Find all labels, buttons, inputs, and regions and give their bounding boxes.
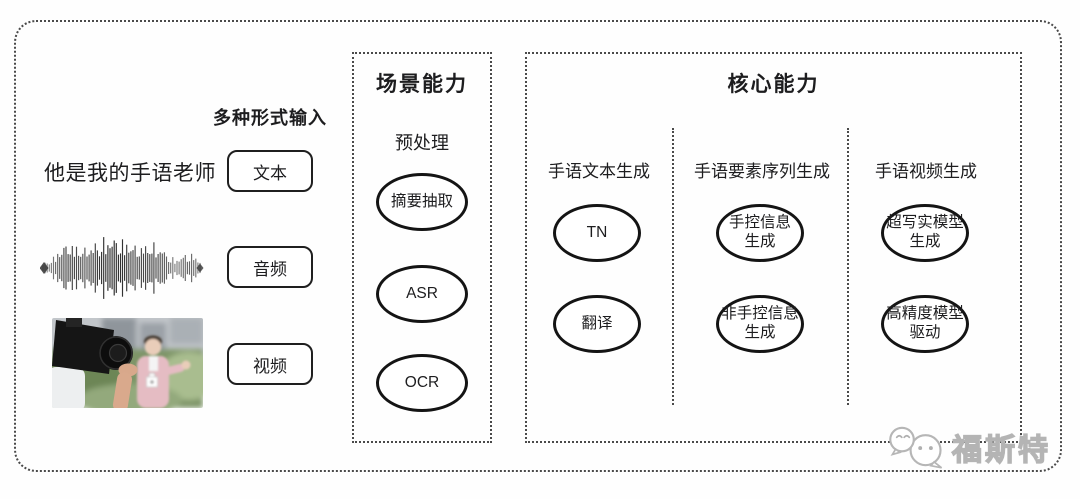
column-title-element-sequence-generation: 手语要素序列生成 bbox=[694, 162, 830, 181]
core-node-high-precision-model-driving: 高精度模型 驱动 bbox=[881, 295, 969, 353]
scene-panel: 场景能力 预处理 摘要抽取 ASR OCR bbox=[352, 52, 492, 443]
core-panel: 核心能力 手语文本生成 手语要素序列生成 手语视频生成 TN 翻译 手控信息 生… bbox=[525, 52, 1022, 443]
audio-waveform-icon bbox=[40, 237, 204, 299]
core-node-translation: 翻译 bbox=[553, 295, 641, 353]
input-box-text: 文本 bbox=[227, 150, 313, 192]
input-box-text-label: 文本 bbox=[253, 163, 287, 183]
column-separator-1 bbox=[672, 128, 674, 405]
scene-panel-title: 场景能力 bbox=[376, 73, 468, 96]
sample-input-text: 他是我的手语老师 bbox=[44, 162, 216, 185]
core-node-high-precision-model-driving-label: 高精度模型 bbox=[886, 305, 964, 323]
scene-node-summary-extraction: 摘要抽取 bbox=[376, 173, 468, 231]
watermark: 福斯特 bbox=[886, 424, 1051, 470]
input-box-audio: 音频 bbox=[227, 246, 313, 288]
column-title-video-generation: 手语视频生成 bbox=[875, 162, 977, 181]
reporter-photo-illustration bbox=[52, 318, 203, 408]
video-thumbnail bbox=[52, 318, 203, 408]
scene-node-ocr: OCR bbox=[376, 354, 468, 412]
core-node-tn: TN bbox=[553, 204, 641, 262]
input-box-audio-label: 音频 bbox=[253, 259, 287, 279]
core-node-hyperrealistic-model-generation: 超写实模型 生成 bbox=[881, 204, 969, 262]
column-separator-2 bbox=[847, 128, 849, 405]
core-node-manual-info-generation-label: 手控信息 bbox=[728, 214, 791, 232]
scene-node-summary-extraction-label: 摘要抽取 bbox=[390, 192, 453, 210]
core-node-translation-label: 翻译 bbox=[581, 314, 613, 332]
core-node-non-manual-info-generation-label: 非手控信息 bbox=[721, 305, 799, 323]
input-box-video-label: 视频 bbox=[253, 356, 287, 376]
core-node-tn-label: TN bbox=[586, 223, 608, 241]
watermark-text: 福斯特 bbox=[951, 433, 1051, 467]
watermark-mascot-icon bbox=[889, 426, 943, 469]
scene-node-asr: ASR bbox=[376, 265, 468, 323]
scene-node-asr-label: ASR bbox=[406, 284, 438, 302]
core-node-manual-info-generation: 手控信息 生成 bbox=[716, 204, 804, 262]
core-node-non-manual-info-generation: 非手控信息 生成 bbox=[716, 295, 804, 353]
core-panel-title: 核心能力 bbox=[727, 73, 820, 96]
input-section-label: 多种形式输入 bbox=[213, 108, 327, 128]
column-title-text-generation: 手语文本生成 bbox=[548, 162, 650, 181]
scene-node-ocr-label: OCR bbox=[404, 373, 440, 391]
outer-border bbox=[14, 20, 1062, 472]
input-box-video: 视频 bbox=[227, 343, 313, 385]
core-node-hyperrealistic-model-generation-label: 超写实模型 bbox=[886, 214, 964, 232]
scene-panel-subtitle: 预处理 bbox=[395, 133, 449, 153]
